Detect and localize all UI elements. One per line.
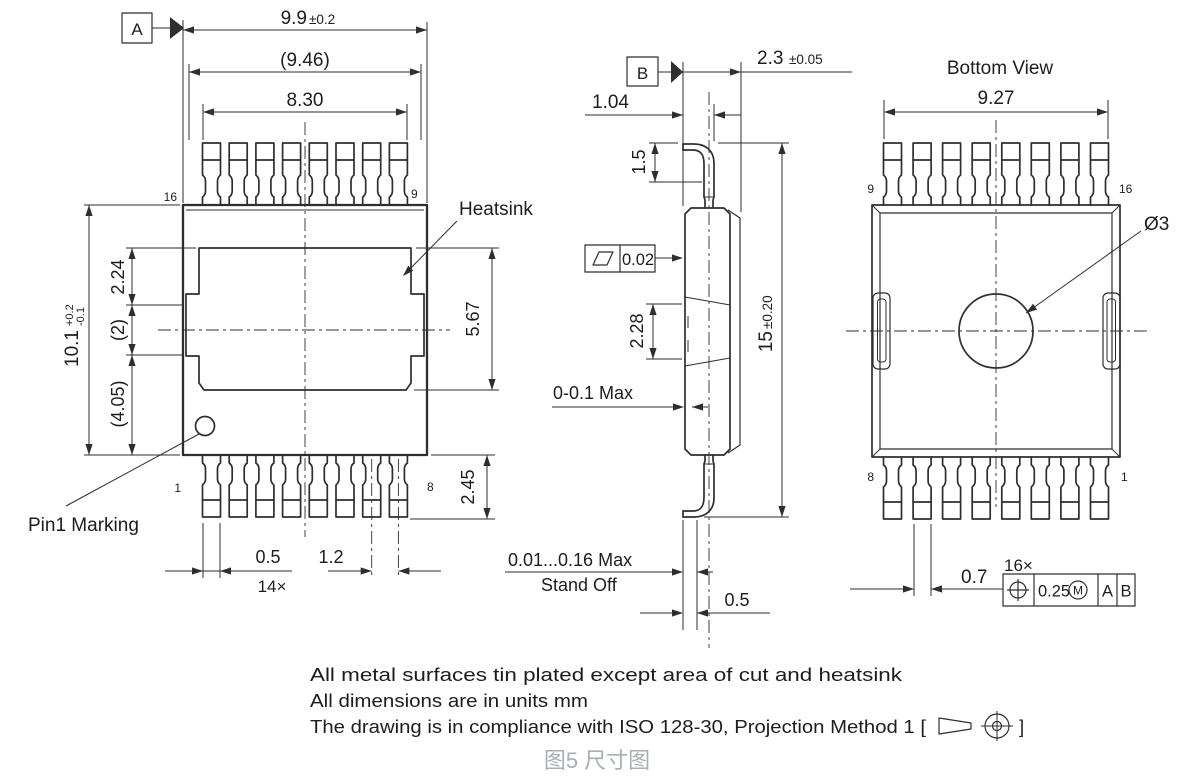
dim-overall-length-tol: ±0.20 [760,295,775,329]
datum-a-label: A [131,20,143,39]
mmc-modifier-circle-icon [1068,580,1088,600]
dim-body-height-tol-plus: +0.2 [64,304,76,326]
side-lead-bottom [682,454,715,518]
dim-lead-pitch: 1.2 [318,547,343,567]
note-line-2: All dimensions are in units mm [310,690,588,711]
position-tolerance: 0.25 [1038,583,1070,601]
position-datum-a: A [1102,583,1113,601]
side-view: B 2.3 ±0.05 1.04 1.5 0.02 [505,48,852,648]
pin-number-9: 9 [411,187,418,201]
dim-lead-tip-width: 0.5 [724,590,749,610]
position-frame: 0.25 M A B [1002,573,1136,607]
heatsink-label: Heatsink [459,199,533,220]
dim-lead-length: 2.45 [458,469,478,504]
side-body-outline [684,207,731,456]
pin-number-16: 16 [164,190,178,204]
dim-body-thickness: 2.3 [757,48,783,69]
lead-width-count: 14× [258,577,287,596]
datum-b-label: B [637,64,648,83]
dim-hole-diameter: Ø3 [1144,214,1169,235]
dim-cut-height: 2.28 [627,313,647,348]
notes: All metal surfaces tin plated except are… [310,664,1024,741]
dim-overall-length: 15 [756,331,777,352]
datum-b-triangle-icon [671,61,683,83]
top-view: A 9.9 ±0.2 (9.46) 8.30 10.1 +0.2 -0.1 [28,8,533,596]
dim-lead-outer: 8.30 [287,90,324,111]
dim-heatsink-height: 5.67 [463,301,483,336]
standoff-label: Stand Off [541,575,618,595]
bottom-view: Bottom View [846,58,1169,607]
bottom-view-title: Bottom View [947,58,1054,79]
dim-lead-offset: 1.04 [592,92,629,113]
pin-number-9-bottom: 9 [867,182,874,196]
position-symbol-icon [1007,579,1029,601]
mmc-modifier: M [1073,584,1083,598]
flatness-symbol-icon [592,251,614,266]
standoff-value: 0.01...0.16 Max [508,550,632,570]
dim-heatsink-top: 2.24 [108,259,128,294]
flatness-frame: 0.02 [584,244,683,273]
note-line-3-suffix: ] [1019,716,1024,737]
dim-lead-span: (9.46) [280,50,330,71]
dim-protrusion: 0-0.1 Max [553,383,633,403]
datum-a-flag: A [121,12,184,44]
dim-overall-width: 9.9 [281,8,307,29]
dim-body-height-group: 10.1 +0.2 -0.1 [62,304,87,367]
position-count: 16× [1004,556,1033,575]
pin-number-8-bottom: 8 [867,470,874,484]
dim-overall-width-tol: ±0.2 [309,12,335,27]
dim-lead-width: 0.5 [255,547,280,567]
pin-number-16-bottom: 16 [1119,182,1133,196]
dim-bottom-width: 9.27 [978,88,1015,109]
dim-bottom-lead-width: 0.7 [961,567,987,588]
pin-number-1: 1 [174,481,181,495]
position-datum-b: B [1120,583,1131,601]
heatsink-outline [185,247,425,391]
pin1-marking-label: Pin1 Marking [28,515,139,536]
note-line-1: All metal surfaces tin plated except are… [310,664,903,685]
datum-a-triangle-icon [170,17,184,39]
pin-number-8: 8 [427,480,434,494]
dim-heatsink-mid: (2) [108,319,128,341]
note-line-3: The drawing is in compliance with ISO 12… [310,716,926,737]
figure-caption: 图5 尺寸图 [544,748,650,773]
datum-b-flag: B [626,56,683,87]
pin-number-1-bottom: 1 [1121,470,1128,484]
dim-body-thickness-tol: ±0.05 [789,52,823,67]
pin1-marking-circle [194,415,216,437]
dim-body-height: 10.1 [62,330,83,367]
dim-heatsink-bottom: (4.05) [108,380,128,427]
flatness-tolerance: 0.02 [622,251,654,269]
projection-method-symbol-icon [938,711,1013,741]
dim-body-height-tol-minus: -0.1 [75,307,87,326]
dim-overall-length-group: 15 ±0.20 [756,295,777,352]
dim-foot-height: 1.5 [629,149,649,174]
